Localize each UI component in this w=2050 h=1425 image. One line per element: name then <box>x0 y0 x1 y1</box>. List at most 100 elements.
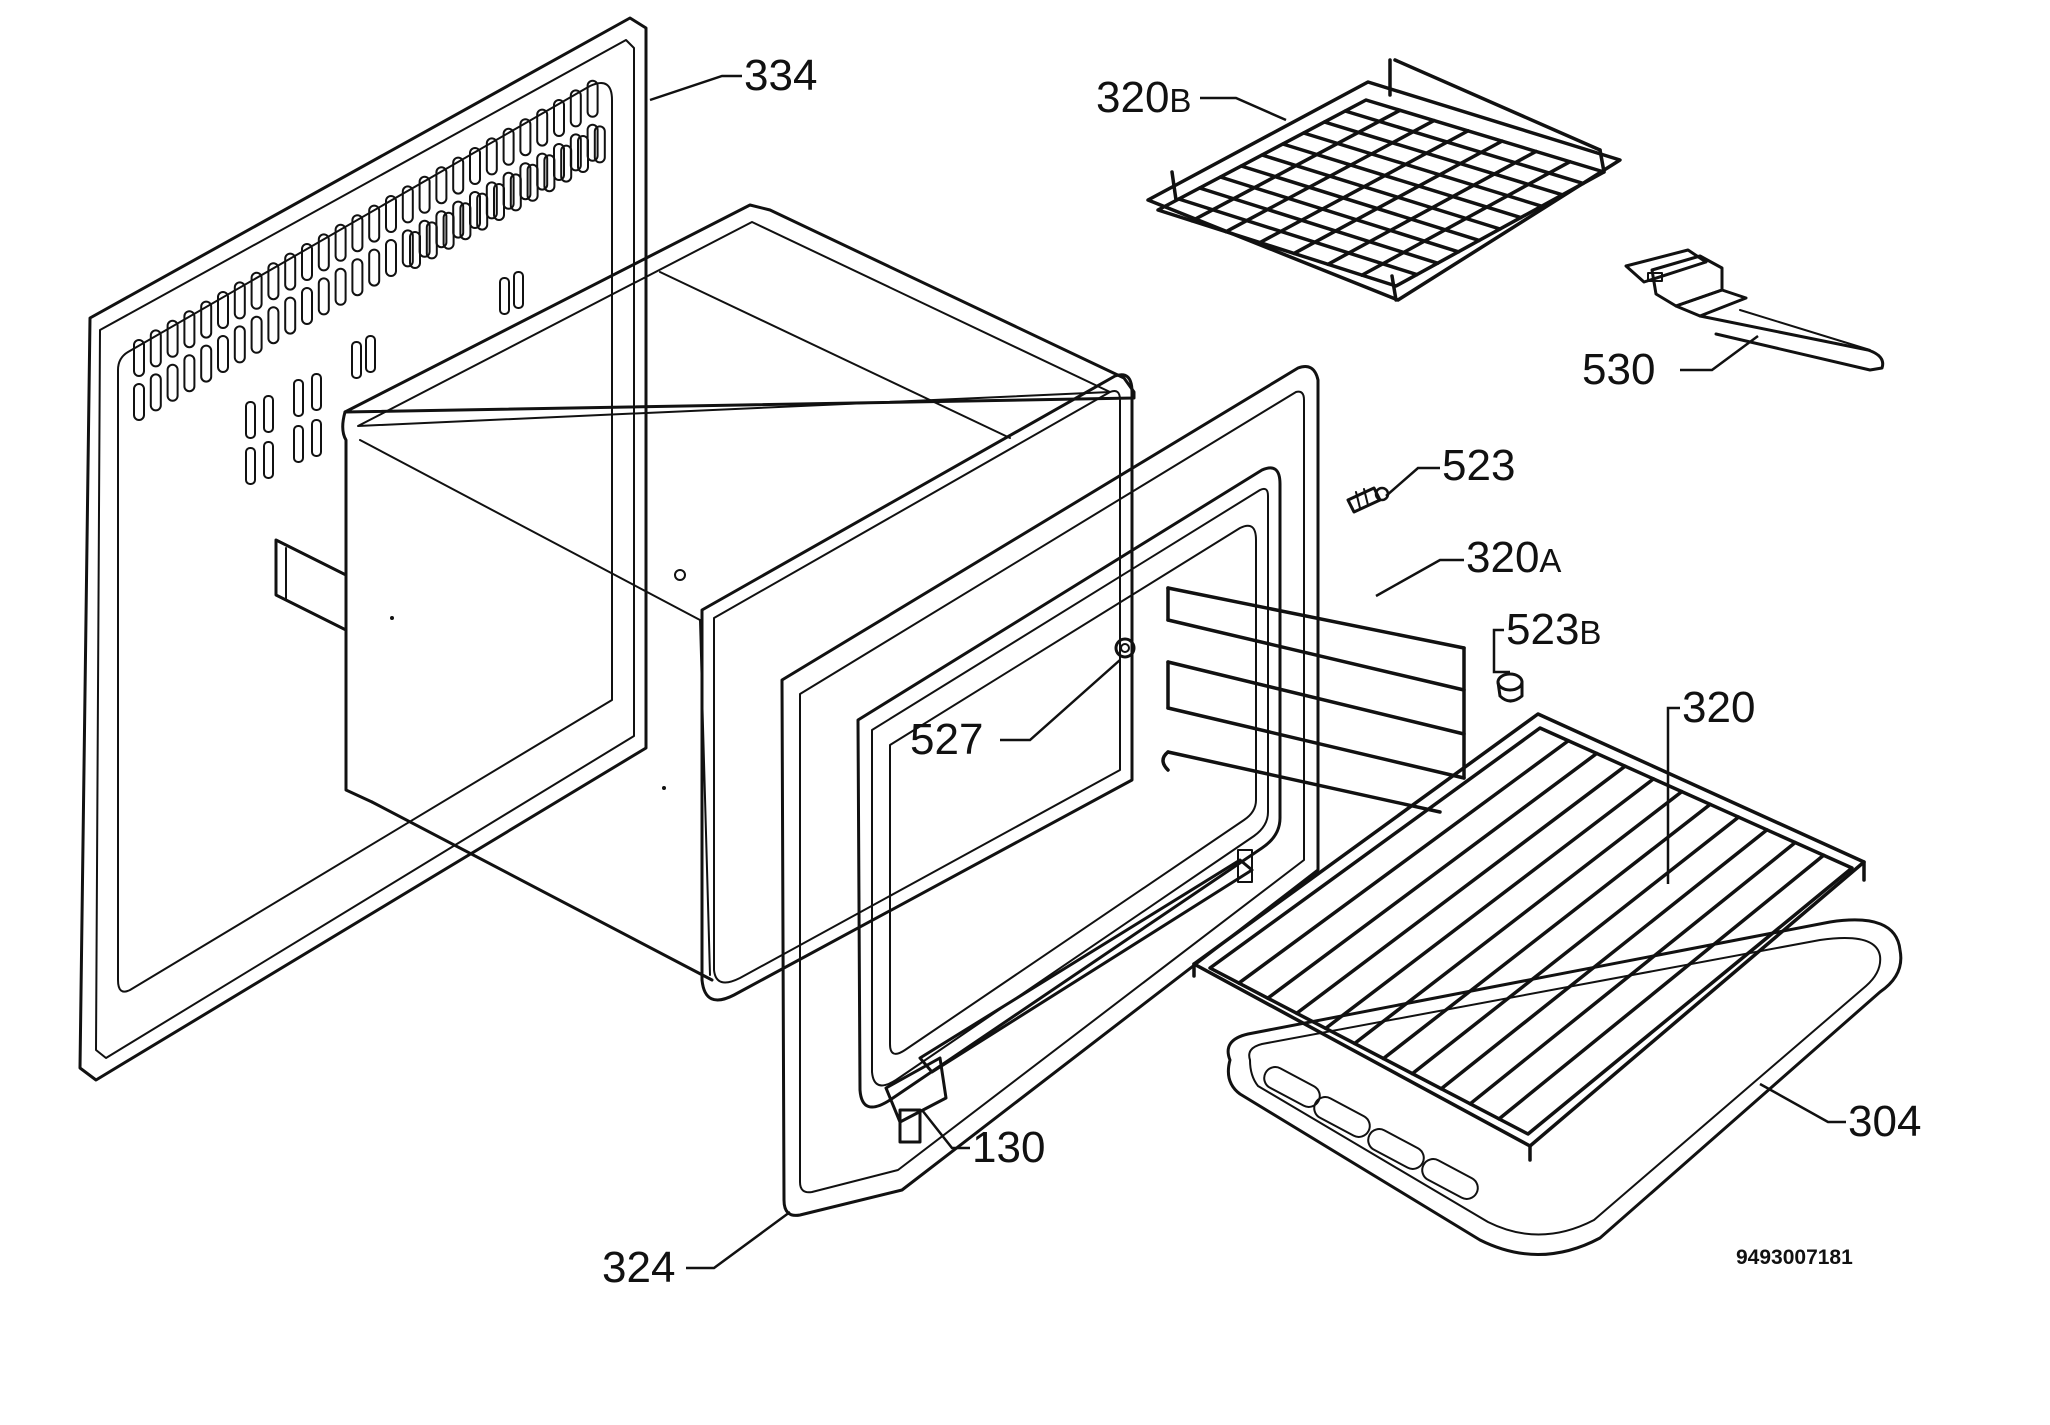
top-wire-rack <box>1146 58 1622 302</box>
vent-slot <box>368 204 381 243</box>
vent-slot <box>553 143 565 181</box>
shelf-bar <box>1352 789 1684 1046</box>
vent-slot <box>368 248 381 287</box>
vent-slot <box>418 219 431 258</box>
vent-slot <box>149 373 162 412</box>
vent-slot <box>452 200 465 239</box>
shelf-bar <box>1468 840 1798 1106</box>
vent-slot <box>586 123 599 162</box>
vent-slot <box>401 185 414 224</box>
rack-wire <box>1258 129 1470 245</box>
label-523: 523 <box>1442 441 1515 490</box>
rack-wire <box>1360 159 1572 277</box>
vent-slot <box>284 252 297 291</box>
shelf-bar <box>1381 802 1712 1061</box>
vent-slot <box>183 310 196 349</box>
shelf-bar <box>1266 751 1599 1000</box>
vent-slot <box>469 147 481 185</box>
vent-slot <box>317 233 330 272</box>
shelf-bar <box>1497 853 1826 1121</box>
rack-wire <box>1322 120 1565 197</box>
vent-slot <box>166 319 179 358</box>
vent-slot <box>418 175 431 214</box>
oven-cavity <box>274 203 1136 1002</box>
vent-slot <box>200 300 213 339</box>
cap <box>1496 672 1524 703</box>
vent-slot <box>267 262 280 301</box>
rack-wire <box>1177 197 1419 277</box>
vent-slot <box>334 267 347 306</box>
vent-slot <box>577 135 589 173</box>
vent-slot <box>149 329 162 368</box>
label-320a: 320A <box>1466 533 1561 582</box>
vent-slot <box>452 156 465 195</box>
vent-slot <box>560 144 573 183</box>
vent-slot <box>593 125 606 164</box>
rear-panel <box>78 16 648 1082</box>
rack-wire <box>1343 109 1585 186</box>
vent-slot <box>385 239 397 277</box>
vent-slot <box>509 173 522 212</box>
vent-slot <box>133 339 145 377</box>
rack-wire <box>1281 142 1523 220</box>
shelf-bar <box>1294 764 1627 1016</box>
label-527: 527 <box>910 715 983 764</box>
vent-slot <box>485 181 498 220</box>
vent-slot <box>536 108 549 147</box>
shelf-bar <box>1323 777 1656 1031</box>
label-130: 130 <box>972 1123 1045 1172</box>
vent-slot <box>519 118 532 157</box>
vent-slot <box>284 296 297 335</box>
shelf-bar <box>1410 815 1741 1076</box>
vent-slot <box>543 154 556 193</box>
drawing-code: 9493007181 <box>1736 1246 1853 1269</box>
leader-lines <box>649 74 1846 1270</box>
screw <box>1346 486 1390 514</box>
rack-wire <box>1326 149 1538 267</box>
vent-slot <box>425 221 438 260</box>
vent-slot <box>459 202 472 241</box>
label-320: 320 <box>1682 683 1755 732</box>
rack-wire <box>1260 153 1502 231</box>
vent-slot <box>334 223 347 262</box>
tray-handle <box>1624 248 1885 372</box>
vent-slot <box>493 183 505 221</box>
label-523b: 523B <box>1506 605 1601 654</box>
vent-slot <box>435 166 448 205</box>
label-334: 334 <box>744 51 817 100</box>
vent-slot <box>200 344 213 383</box>
vent-slot <box>217 335 229 373</box>
vent-slot <box>536 152 549 191</box>
vent-slot <box>183 354 196 393</box>
rack-wire <box>1301 131 1544 208</box>
vent-slot <box>435 210 448 249</box>
baking-tray <box>1226 918 1903 1256</box>
vent-slot <box>553 99 565 137</box>
vent-slot <box>485 137 498 176</box>
label-320b: 320B <box>1096 73 1191 122</box>
shelf-bar <box>1439 828 1769 1091</box>
vent-slot <box>569 89 582 128</box>
vent-slot <box>301 287 313 325</box>
vent-slot <box>133 383 145 421</box>
shelf-bar <box>1237 738 1571 985</box>
rack-wire <box>1224 118 1436 234</box>
vent-slot <box>166 363 179 402</box>
vent-slot <box>385 195 397 233</box>
vent-slot <box>502 171 515 210</box>
vent-slot <box>250 315 263 354</box>
vent-slot <box>317 277 330 316</box>
shelf-bars <box>1237 738 1826 1121</box>
vent-slot <box>519 162 532 201</box>
label-304: 304 <box>1848 1097 1921 1146</box>
front-frame <box>780 365 1320 1217</box>
vent-slot <box>502 127 515 166</box>
rack-grid <box>1177 108 1585 277</box>
vent-slot <box>351 214 364 253</box>
vent-slot <box>476 192 489 231</box>
label-530: 530 <box>1582 345 1655 394</box>
part-labels: 334 320B 530 523 320A 523B 320 527 130 3… <box>602 51 1921 1292</box>
vent-slot <box>351 258 364 297</box>
vent-slot <box>526 163 539 202</box>
